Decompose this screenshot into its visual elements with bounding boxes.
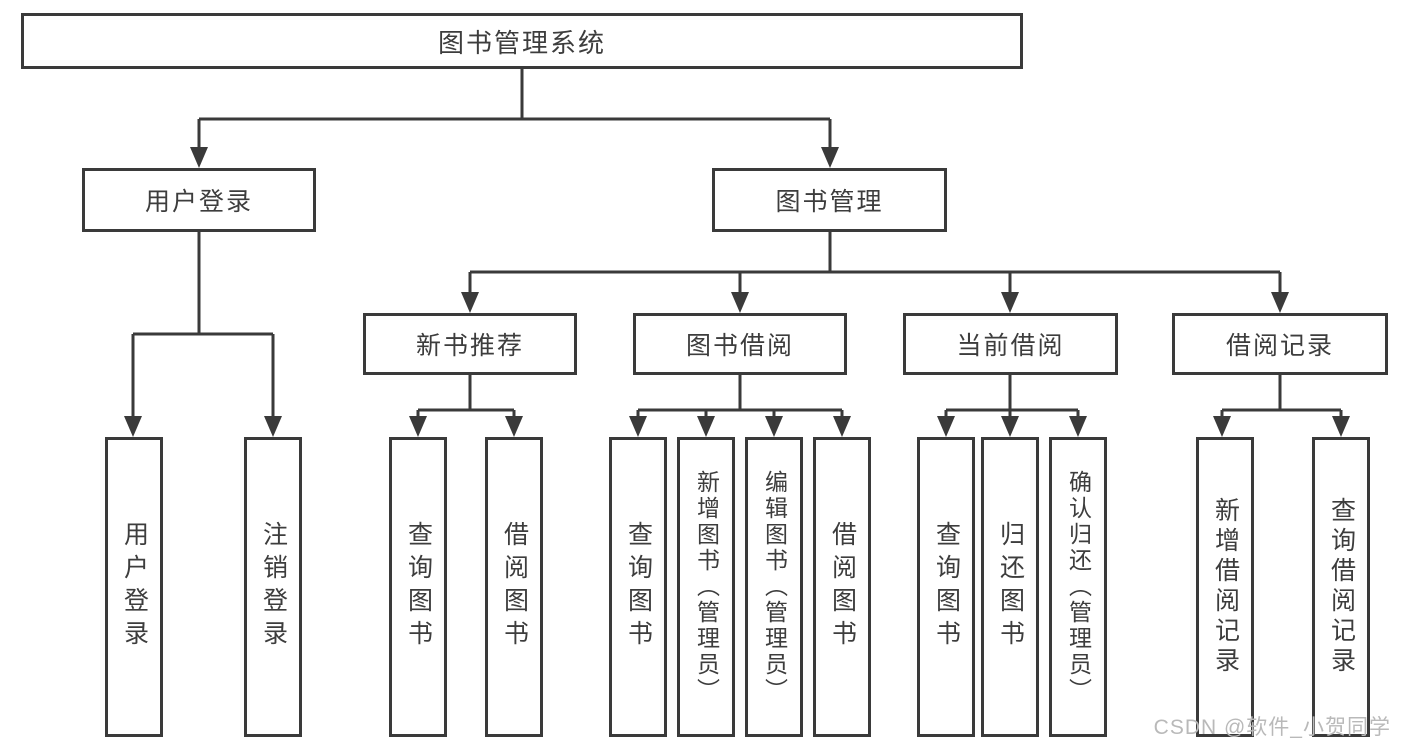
node-new-book-recommend: 新书推荐 (363, 313, 577, 375)
csdn-watermark: CSDN @软件_小贺同学 (1153, 716, 1391, 739)
node-root-label: 图书管理系统 (437, 27, 606, 58)
leaf-borrow-books: 借阅图书 (813, 437, 871, 737)
node-book-borrow: 图书借阅 (633, 313, 847, 375)
node-root: 图书管理系统 (21, 13, 1023, 69)
node-borrow-records: 借阅记录 (1172, 313, 1388, 375)
leaf-query-books-recommend-label: 查询图书 (404, 521, 433, 653)
leaf-borrow-books-recommend: 借阅图书 (485, 437, 543, 737)
node-user-login: 用户登录 (82, 168, 316, 232)
node-current-borrow-label: 当前借阅 (956, 332, 1065, 360)
leaf-query-books-recommend: 查询图书 (389, 437, 447, 737)
arrowheads (124, 147, 1350, 437)
leaf-add-books-admin-label: 新增图书（管理员） (693, 470, 720, 704)
leaf-confirm-return-admin-label: 确认归还（管理员） (1065, 470, 1092, 704)
leaf-edit-books-admin-label: 编辑图书（管理员） (761, 470, 788, 704)
leaf-borrow-books-recommend-label: 借阅图书 (500, 521, 529, 653)
node-new-book-recommend-label: 新书推荐 (415, 332, 524, 360)
node-book-management: 图书管理 (712, 168, 947, 232)
leaf-return-books: 归还图书 (981, 437, 1039, 737)
leaf-user-login: 用户登录 (105, 437, 163, 737)
leaf-borrow-books-label: 借阅图书 (828, 521, 857, 653)
leaf-query-books-borrow-label: 查询图书 (624, 521, 653, 653)
leaf-add-books-admin: 新增图书（管理员） (677, 437, 735, 737)
leaf-query-borrow-record-label: 查询借阅记录 (1327, 497, 1356, 677)
node-borrow-records-label: 借阅记录 (1225, 332, 1334, 360)
leaf-user-login-label: 用户登录 (120, 521, 149, 653)
leaf-logout-label: 注销登录 (259, 521, 288, 653)
node-book-management-label: 图书管理 (775, 188, 884, 216)
leaf-query-books-current: 查询图书 (917, 437, 975, 737)
leaf-return-books-label: 归还图书 (996, 521, 1025, 653)
node-current-borrow: 当前借阅 (903, 313, 1118, 375)
leaf-logout: 注销登录 (244, 437, 302, 737)
node-book-borrow-label: 图书借阅 (685, 332, 794, 360)
leaf-add-borrow-record: 新增借阅记录 (1196, 437, 1254, 737)
node-user-login-label: 用户登录 (144, 188, 253, 216)
leaf-query-borrow-record: 查询借阅记录 (1312, 437, 1370, 737)
leaf-query-books-current-label: 查询图书 (932, 521, 961, 653)
leaf-edit-books-admin: 编辑图书（管理员） (745, 437, 803, 737)
leaf-query-books-borrow: 查询图书 (609, 437, 667, 737)
leaf-confirm-return-admin: 确认归还（管理员） (1049, 437, 1107, 737)
leaf-add-borrow-record-label: 新增借阅记录 (1211, 497, 1240, 677)
